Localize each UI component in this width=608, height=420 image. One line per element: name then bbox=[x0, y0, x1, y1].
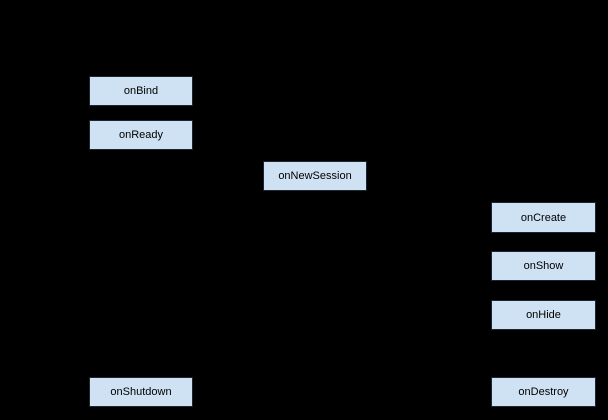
node-ondestroy: onDestroy bbox=[491, 377, 596, 407]
node-onshutdown: onShutdown bbox=[89, 377, 193, 407]
node-onnewsession: onNewSession bbox=[263, 161, 367, 191]
node-onready: onReady bbox=[89, 120, 193, 150]
node-onshow: onShow bbox=[491, 251, 596, 281]
node-onbind: onBind bbox=[89, 76, 193, 106]
node-onhide: onHide bbox=[491, 300, 596, 330]
node-oncreate: onCreate bbox=[491, 202, 596, 233]
